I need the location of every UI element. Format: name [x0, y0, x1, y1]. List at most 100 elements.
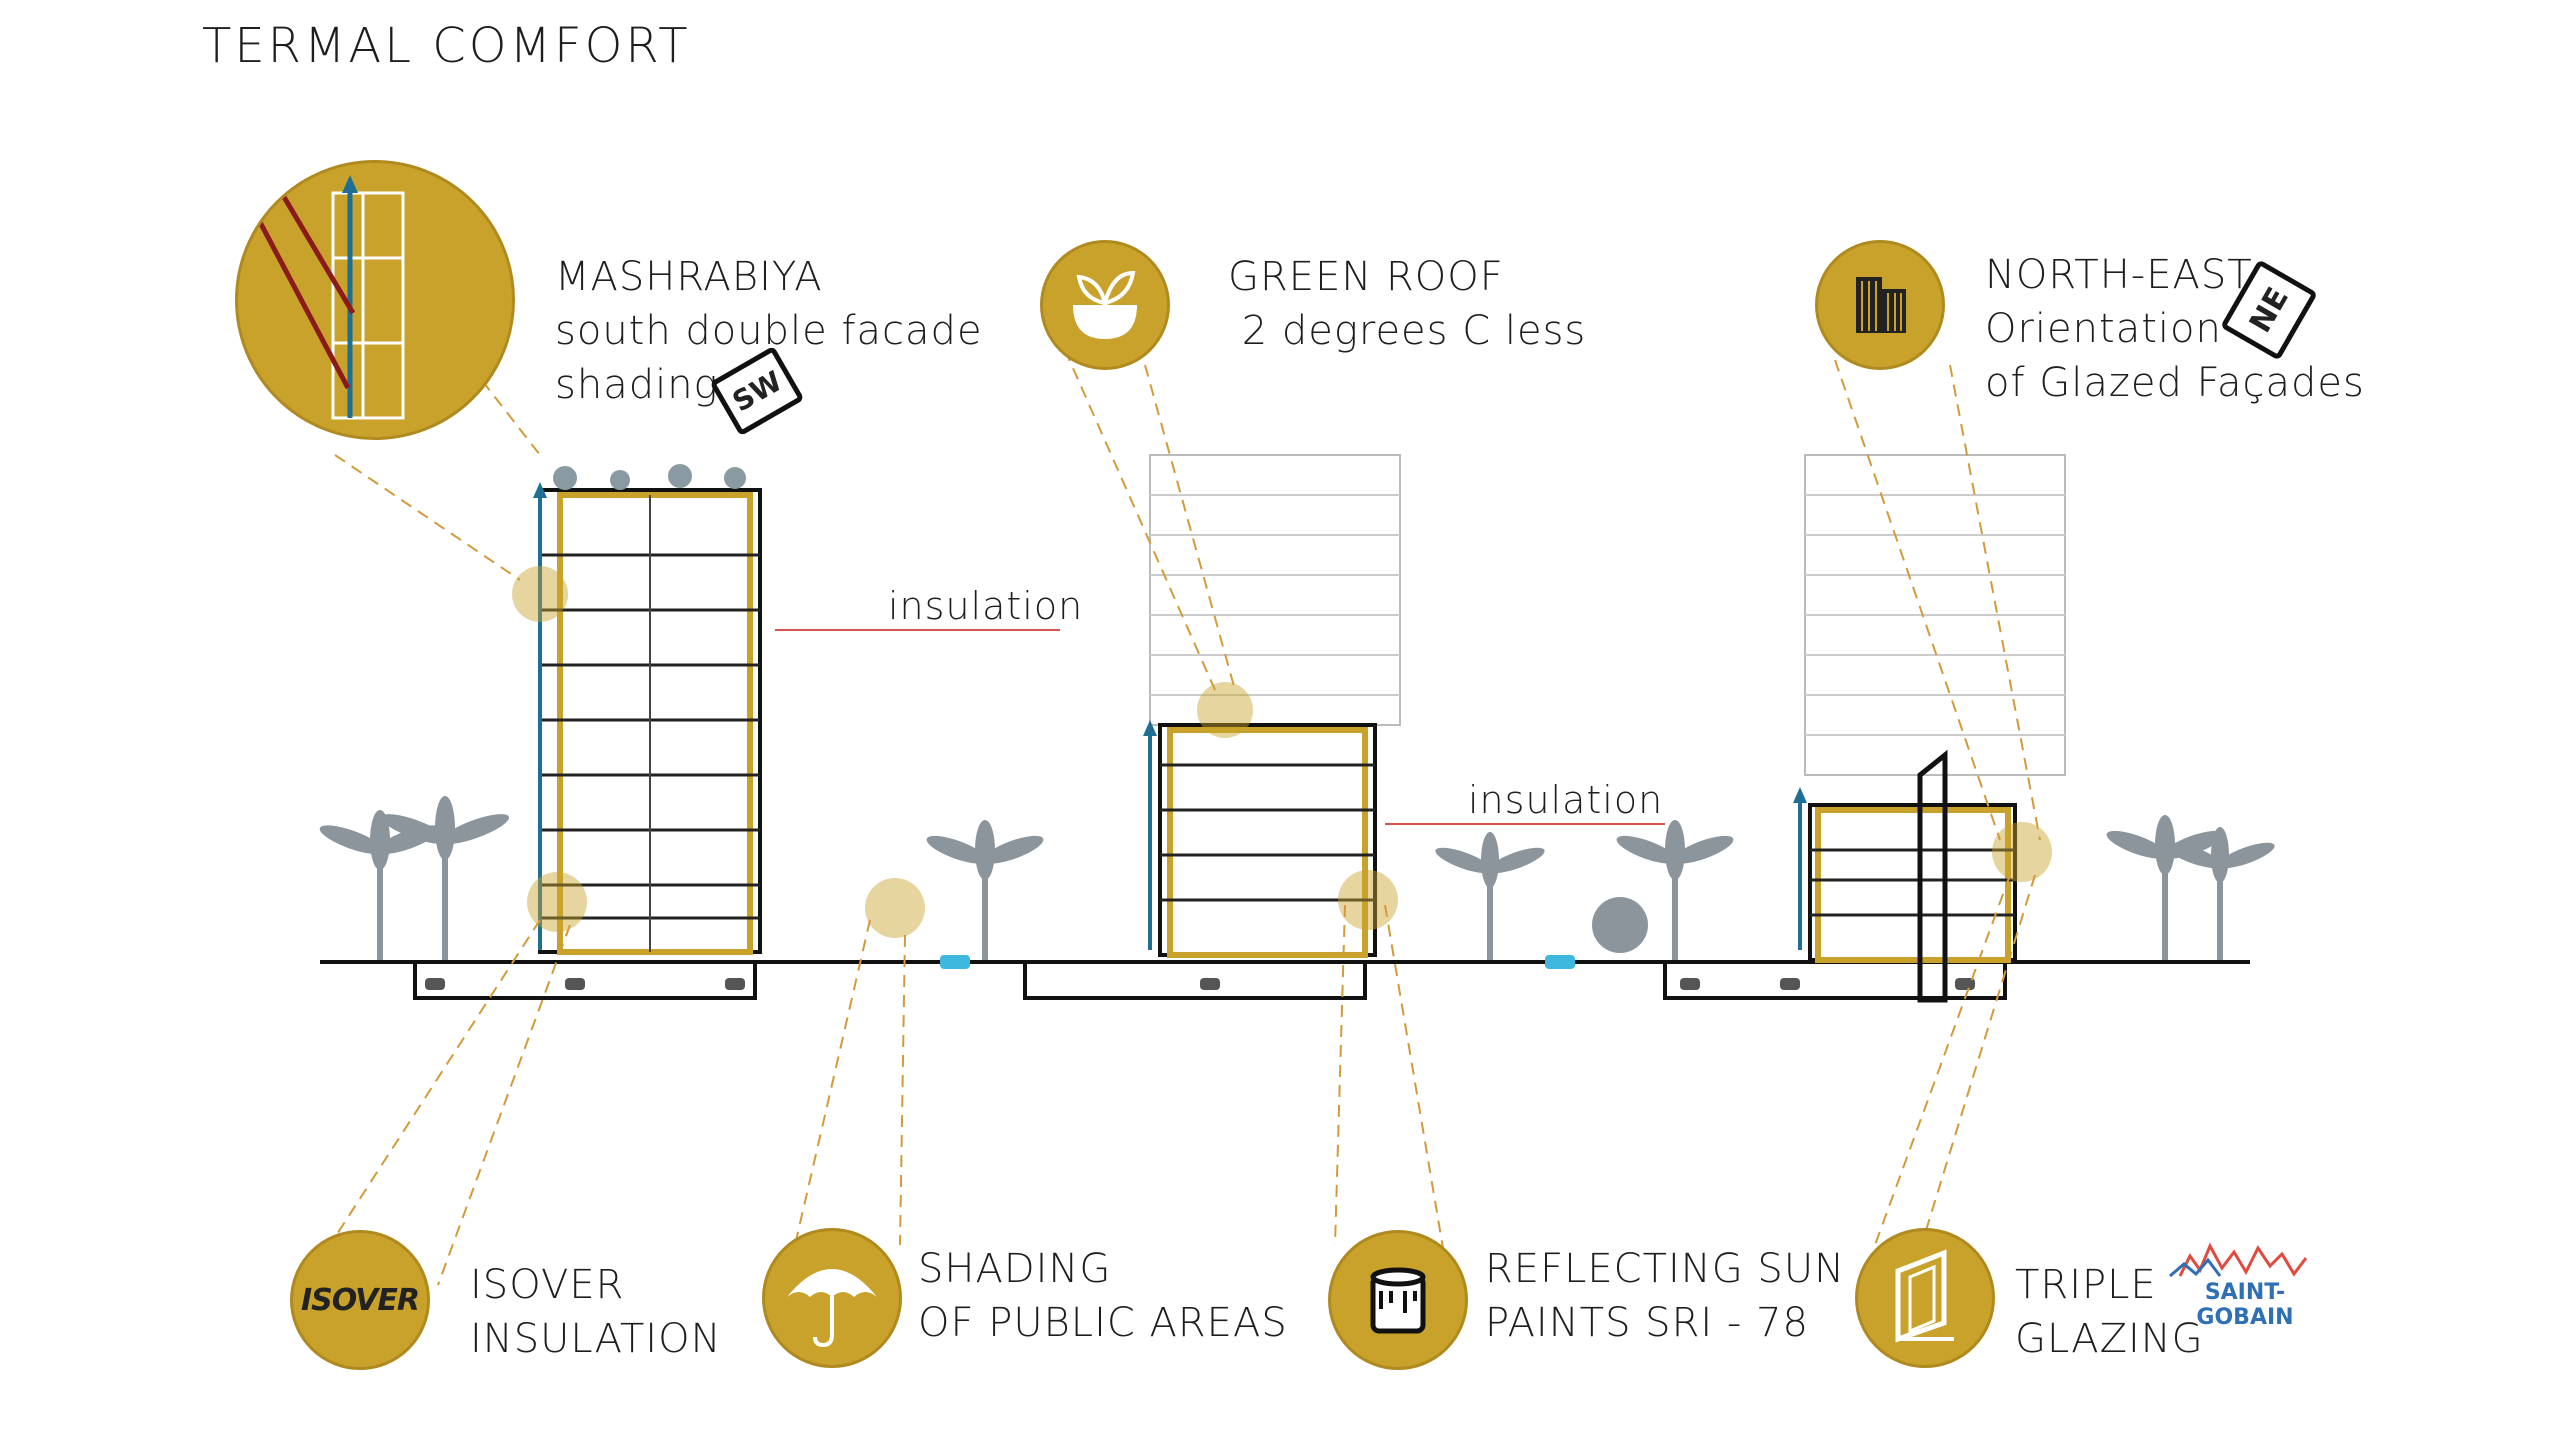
building-2-floors [1160, 763, 1375, 902]
umbrella-icon [787, 1269, 877, 1348]
building-3-arrowhead [1793, 787, 1807, 803]
diagram-title: TERMAL COMFORT [202, 18, 691, 74]
building-3-outline [1808, 803, 2017, 962]
orientation-circle [1815, 240, 1945, 370]
car [725, 978, 745, 990]
roof-trees-1 [553, 464, 746, 490]
orientation-line-3: of Glazed Façades [1985, 360, 2365, 406]
building-3 [1793, 454, 2066, 1003]
orientation-label: NORTH-EAST Orientation of Glazed Façades [1985, 248, 2365, 410]
isover-logo: ISOVER [300, 1282, 420, 1318]
palm-tree [2106, 815, 2224, 960]
building-2-arrowhead [1143, 720, 1157, 736]
orientation-line-1: NORTH-EAST [1985, 252, 2253, 298]
saint-gobain-logo: SAINT-GOBAIN [2160, 1238, 2330, 1330]
marker-green-roof [1197, 682, 1253, 738]
insulation-label-2: insulation [1468, 778, 1664, 822]
palm-tree [1435, 832, 1545, 960]
mashrabiya-label: MASHRABIYA south double facade shading [555, 250, 983, 412]
round-tree [1592, 897, 1648, 953]
isover-line-1: ISOVER [470, 1262, 625, 1308]
building-3-stair-core [1917, 749, 1948, 1003]
marker-base [527, 872, 587, 932]
car [565, 978, 585, 990]
saint-gobain-text: SAINT-GOBAIN [2196, 1280, 2294, 1330]
leader-line [1834, 359, 2001, 841]
leader-line [1384, 904, 1446, 1261]
marker-glazing [1992, 822, 2052, 882]
leader-line [1949, 364, 2041, 841]
car [1780, 978, 1800, 990]
parking-3 [1663, 960, 2007, 1000]
parking-1 [413, 960, 757, 1000]
insulation-label-1: insulation [888, 584, 1084, 628]
leader-line [794, 919, 871, 1246]
marker-paint [1338, 870, 1398, 930]
leader-line [1144, 364, 1236, 691]
roof-tree [668, 464, 692, 488]
palm-tree [2165, 827, 2275, 960]
mashrabiya-line-2: south double facade [555, 308, 983, 354]
palm-trees [319, 796, 2275, 960]
building-1-insulation [557, 492, 753, 955]
glazing-line-1: TRIPLE [2015, 1262, 2157, 1308]
palm-tree [1616, 820, 1734, 960]
paints-label: REFLECTING SUN PAINTS SRI - 78 [1485, 1242, 1845, 1350]
green-roof-line-1: GREEN ROOF [1228, 254, 1504, 300]
isover-circle: ISOVER [290, 1230, 430, 1370]
car [1955, 978, 1975, 990]
leader-line [1919, 874, 2036, 1251]
building-2-insulation [1167, 727, 1368, 958]
marker-public [865, 878, 925, 938]
leader-line [899, 934, 906, 1246]
leader-line [1874, 874, 2011, 1246]
leader-line [334, 454, 521, 581]
water-feature [940, 955, 970, 969]
green-roof-circle [1040, 240, 1170, 370]
paint-bucket-icon [1370, 1267, 1426, 1334]
isover-line-2: INSULATION [470, 1316, 722, 1362]
isover-label: ISOVER INSULATION [470, 1258, 721, 1366]
paints-line-2: PAINTS SRI - 78 [1485, 1300, 1809, 1346]
building-3-floors [1810, 848, 2015, 917]
car [425, 978, 445, 990]
window-frame-icon [1895, 1249, 1954, 1343]
mashrabiya-line-3: shading [555, 362, 719, 408]
building-3-insulation [1815, 807, 2011, 963]
plant-bowl-icon [1073, 270, 1137, 339]
shading-label: SHADING OF PUBLIC AREAS [918, 1242, 1288, 1350]
building-3-upper-floors [1805, 494, 2065, 736]
shading-line-2: OF PUBLIC AREAS [918, 1300, 1288, 1346]
car [1200, 978, 1220, 990]
leader-line [329, 919, 541, 1246]
saint-gobain-skyline-icon [2169, 1242, 2308, 1278]
marker-facade [512, 566, 568, 622]
building-1-arrowhead [533, 482, 547, 498]
green-roof-label: GREEN ROOF 2 degrees C less [1228, 250, 1586, 358]
facade-section-icon [238, 163, 405, 420]
leader-line [1064, 349, 1216, 691]
paints-circle [1328, 1230, 1468, 1370]
car [1680, 978, 1700, 990]
shading-line-1: SHADING [918, 1246, 1112, 1292]
palm-tree [380, 796, 510, 960]
building-2-outline [1158, 723, 1377, 957]
parking-2 [1023, 960, 1367, 1000]
building-2-upper-floors [1150, 494, 1400, 696]
orientation-line-2: Orientation [1985, 306, 2222, 352]
water-feature [1545, 955, 1575, 969]
glazing-label: TRIPLE GLAZING [2015, 1258, 2204, 1366]
roof-tree [610, 470, 630, 490]
leader-lines [329, 349, 2041, 1286]
highlight-markers [512, 566, 2052, 938]
paints-line-1: REFLECTING SUN [1485, 1246, 1846, 1292]
sw-badge-text: SW [726, 363, 788, 419]
building-2 [1143, 454, 1401, 958]
leader-line [437, 924, 571, 1286]
glazing-circle [1855, 1228, 1995, 1368]
mashrabiya-detail-circle [235, 160, 515, 440]
green-roof-line-2: 2 degrees C less [1228, 308, 1587, 354]
mashrabiya-line-1: MASHRABIYA [555, 254, 823, 300]
